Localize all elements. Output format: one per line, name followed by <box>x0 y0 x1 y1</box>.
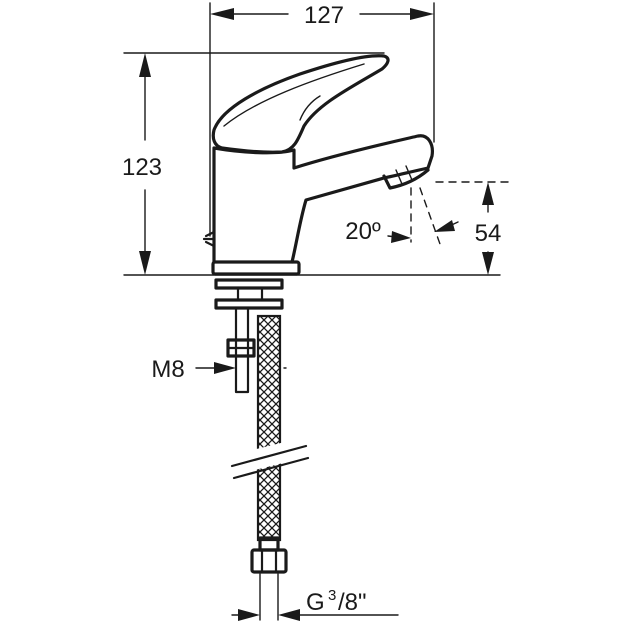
spout-aerator-detail <box>395 165 413 185</box>
connection-dimension: G 3 /8" <box>231 573 399 621</box>
body-pin <box>202 230 216 248</box>
faucet-body <box>202 54 434 276</box>
connection-label-suffix: /8" <box>338 589 367 616</box>
thread-label: M8 <box>151 356 184 383</box>
width-label: 127 <box>304 2 344 29</box>
connection-label-prefix: G <box>306 589 325 616</box>
spout-height-label: 54 <box>475 220 502 247</box>
width-arrow-right <box>410 8 434 20</box>
angle-dimension: 20º <box>345 187 459 245</box>
spout-height-dimension: 54 <box>435 181 509 275</box>
angle-label: 20º <box>345 218 381 245</box>
hose-break-line-bottom <box>232 456 310 480</box>
braided-hose <box>228 314 312 574</box>
height-label: 123 <box>122 154 162 181</box>
threaded-stud <box>234 306 250 394</box>
base-plate <box>211 260 301 276</box>
height-arrow-top <box>139 53 151 77</box>
height-arrow-bottom <box>139 251 151 275</box>
connection-arrow-right <box>278 609 300 621</box>
width-dimension: 127 <box>209 2 435 237</box>
mounting-washer-bottom <box>214 298 284 310</box>
angle-arrow-right <box>434 220 455 232</box>
lever-highlight <box>223 63 365 127</box>
mounting-washer-top <box>214 278 284 290</box>
angle-arrow-left <box>391 231 411 243</box>
spout-aerator <box>382 168 430 190</box>
connection-arrow-left <box>238 609 260 621</box>
faucet-body-outline <box>212 134 434 264</box>
height-dimension: 123 <box>122 52 501 276</box>
thread-pointer-arrow <box>214 362 236 374</box>
lever-handle <box>211 54 390 154</box>
hose-fitting-nut <box>250 548 288 574</box>
braided-hose-section <box>256 314 282 542</box>
connection-label-superscript: 3 <box>328 587 336 604</box>
hose-break-line-top <box>230 444 308 468</box>
lever-highlight-lower <box>299 95 321 121</box>
width-arrow-left <box>210 8 234 20</box>
spout-height-arrow-top <box>482 182 494 205</box>
spout-height-arrow-bottom <box>482 252 494 275</box>
angle-spray-reference <box>419 187 441 245</box>
